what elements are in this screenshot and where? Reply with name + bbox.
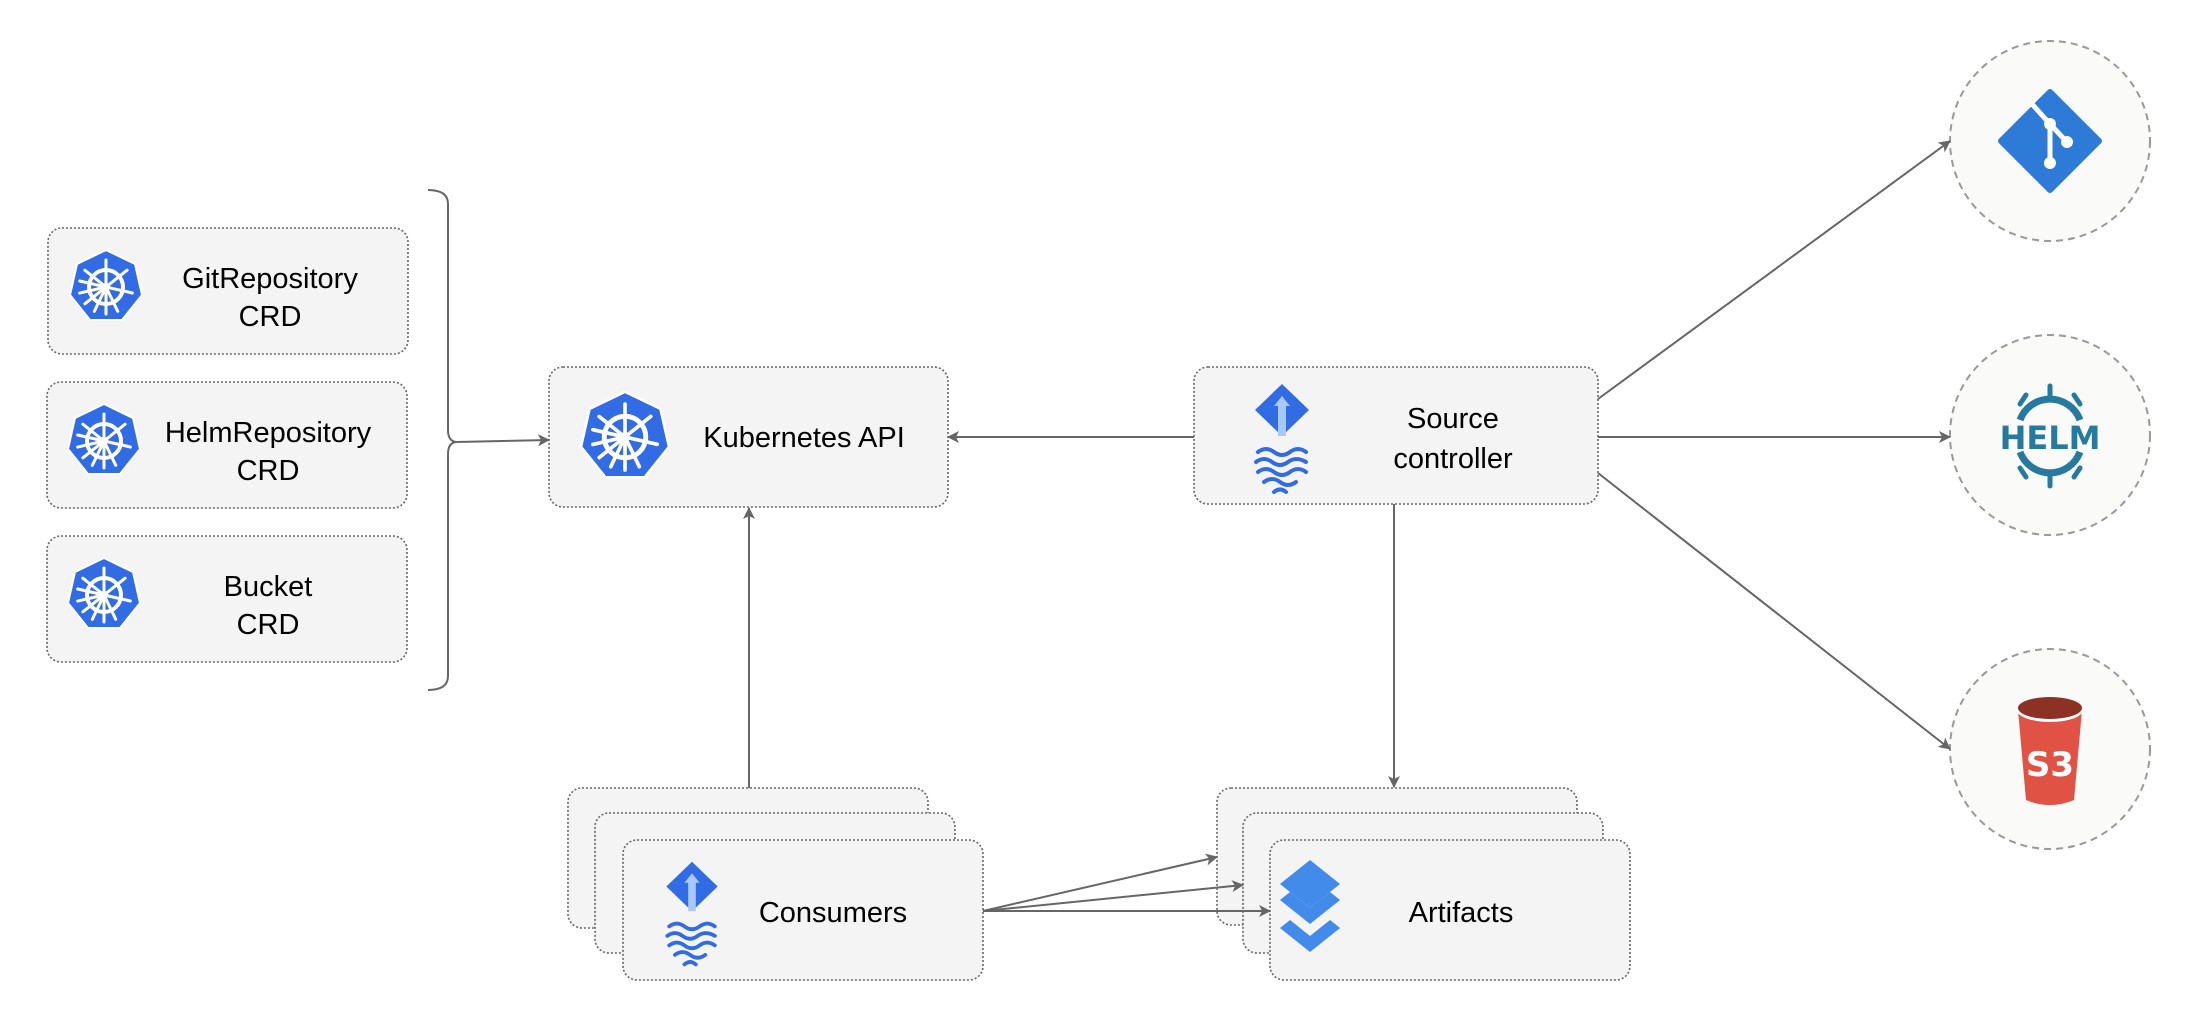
grouping-brace	[427, 189, 457, 691]
s3-source[interactable]: S3	[1949, 648, 2151, 850]
crd-bucket[interactable]: Bucket CRD	[46, 535, 408, 663]
crd-kind: CRD	[239, 301, 302, 333]
git-source[interactable]	[1949, 40, 2151, 242]
kubernetes-api-node[interactable]: Kubernetes API	[548, 366, 949, 508]
edge-source-to-git	[1597, 140, 1951, 400]
helm-logo-text: HELM	[2000, 419, 2101, 457]
layers-icon	[1280, 860, 1340, 952]
source-controller-label-line2: controller	[1393, 443, 1513, 475]
edge-source-to-s3	[1597, 472, 1951, 750]
git-icon	[1998, 89, 2102, 193]
crd-name: HelmRepository	[165, 417, 372, 449]
s3-bucket-icon: S3	[2017, 697, 2083, 805]
crd-helmrepository[interactable]: HelmRepository CRD	[46, 381, 408, 509]
edge-crds-to-api	[455, 434, 550, 447]
artifacts-node[interactable]: Artifacts	[1216, 787, 1631, 981]
crd-kind: CRD	[237, 455, 300, 487]
crd-name: Bucket	[224, 571, 313, 603]
helm-source[interactable]: HELM	[1949, 334, 2151, 536]
helm-icon: HELM	[2000, 383, 2101, 489]
s3-logo-text: S3	[2026, 745, 2074, 785]
crd-gitrepository[interactable]: GitRepository CRD	[47, 227, 409, 355]
artifacts-label: Artifacts	[1409, 897, 1514, 929]
consumers-node[interactable]: Consumers	[567, 787, 984, 981]
source-controller-label-line1: Source	[1407, 403, 1499, 435]
crd-name: GitRepository	[182, 263, 358, 295]
kubernetes-api-label: Kubernetes API	[703, 422, 905, 454]
crd-kind: CRD	[237, 609, 300, 641]
edge-consumers-to-artifacts	[982, 880, 1244, 912]
consumers-label: Consumers	[759, 897, 907, 929]
source-controller-node[interactable]: Source controller	[1193, 366, 1599, 505]
edge-consumers-to-artifacts	[982, 853, 1218, 912]
